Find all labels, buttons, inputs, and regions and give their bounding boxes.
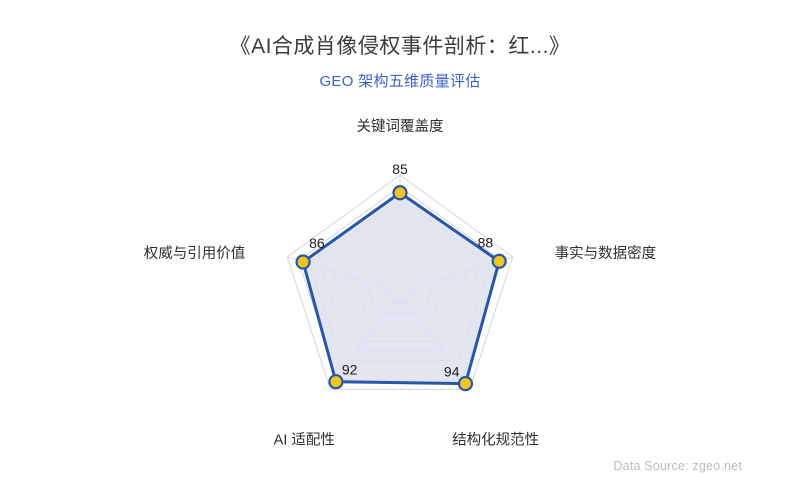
data-point-group (295, 185, 507, 392)
data-point (295, 254, 311, 270)
outer-boundary-ring (286, 174, 514, 390)
data-polygon-fill (303, 192, 500, 384)
data-point (392, 185, 408, 201)
axis-label: 事实与数据密度 (555, 245, 657, 262)
data-point (457, 376, 474, 392)
value-label: 85 (392, 161, 408, 177)
value-label-group: 85 88 94 92 86 (309, 161, 493, 380)
data-polygon-outline (301, 191, 501, 386)
value-label: 92 (342, 362, 358, 378)
axis-label: AI 适配性 (274, 431, 335, 448)
data-source-label: Data Source: zgeo.net (613, 459, 742, 473)
axis-label: 关键词覆盖度 (357, 118, 444, 135)
chart-subtitle: GEO 架构五维质量评估 (319, 73, 481, 90)
value-label: 88 (478, 234, 494, 250)
axis-label: 权威与引用价值 (144, 245, 246, 262)
value-label: 86 (309, 235, 325, 251)
page-title: 《AI合成肖像侵权事件剖析：红...》 (229, 35, 571, 58)
data-point (491, 253, 507, 269)
value-label: 94 (444, 364, 460, 380)
axis-label: 结构化规范性 (452, 431, 539, 448)
data-point (328, 374, 344, 390)
